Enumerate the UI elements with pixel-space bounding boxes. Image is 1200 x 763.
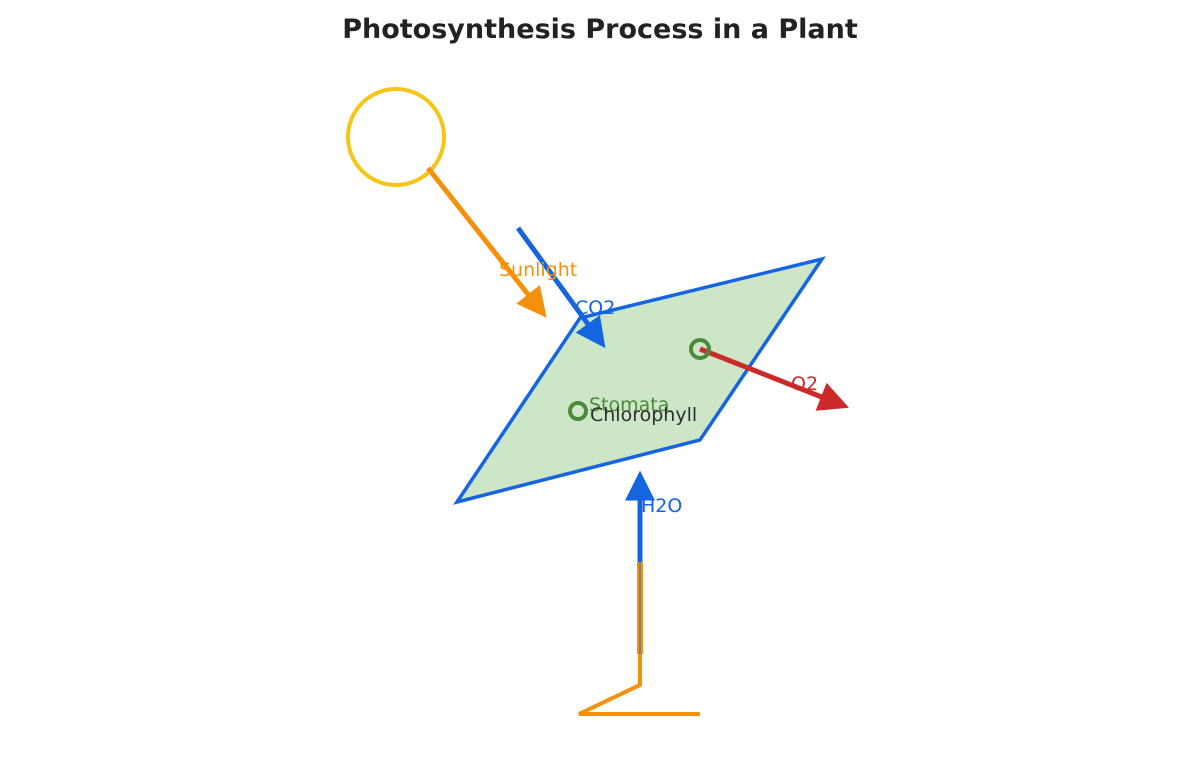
co2-arrow: [515, 226, 606, 349]
sunlight-arrow: [426, 166, 547, 318]
o2-arrow: [699, 346, 849, 411]
co2-label: CO2: [575, 297, 615, 319]
sunlight-label: Sunlight: [499, 259, 577, 281]
leaf-shape: [453, 256, 826, 505]
chlorophyll-label: Chlorophyll: [590, 404, 697, 426]
h2o-label: H2O: [641, 495, 682, 517]
stomata-marker: [568, 401, 588, 421]
diagram-title: Photosynthesis Process in a Plant: [342, 14, 858, 45]
chloroplast-marker: [689, 338, 711, 360]
stem-roots: [578, 652, 700, 716]
sun-icon: [346, 87, 446, 187]
stomata-label: Stomata: [589, 394, 669, 416]
o2-label: O2: [791, 373, 818, 395]
